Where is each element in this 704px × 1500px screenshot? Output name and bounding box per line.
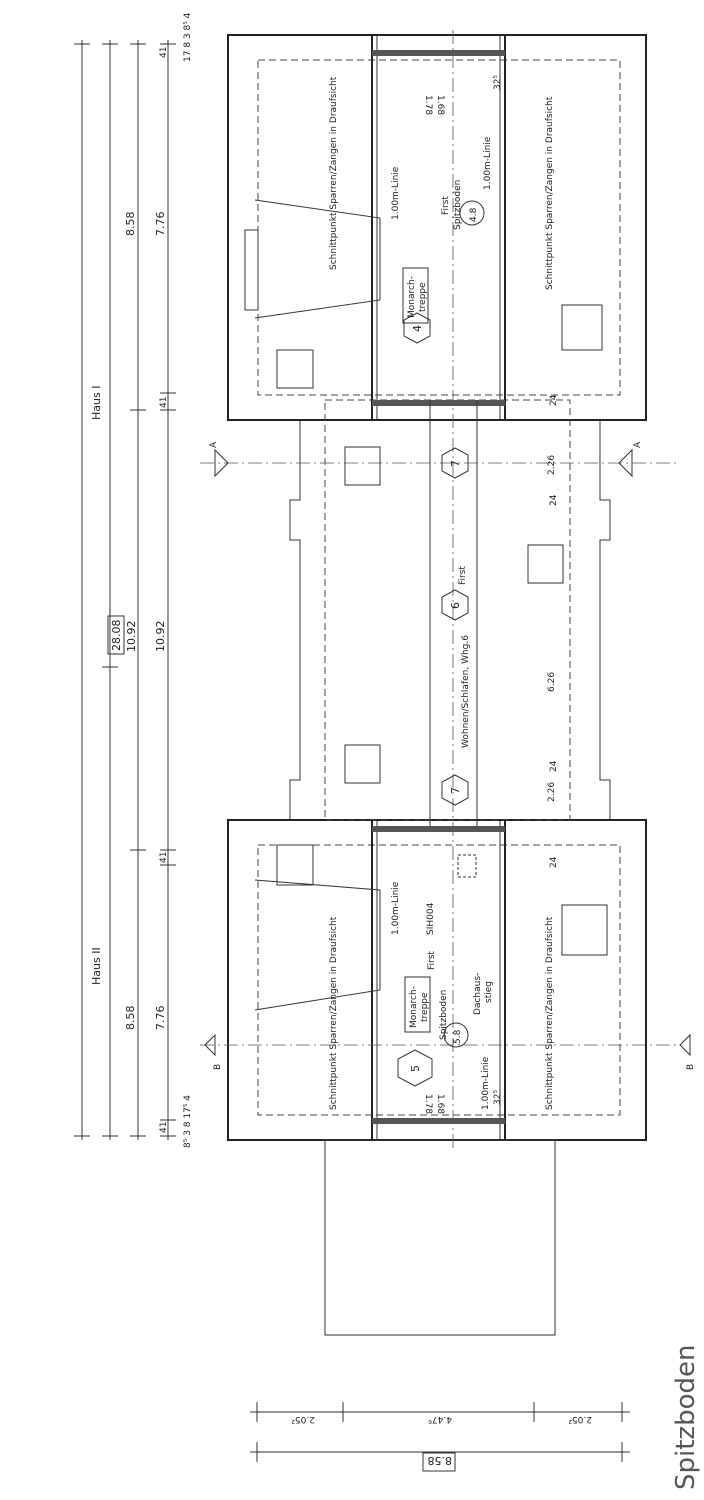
section-b-marker: B [686,1064,696,1070]
label-schnitt: Schnittpunkt Sparren/Zangen in Draufsich… [329,76,339,270]
section-a-marker: A [633,441,643,448]
room-hexagon [441,589,469,621]
depth-dimensions [250,1402,630,1472]
depth-right: 2.05² [568,1414,592,1424]
depth-total: 8.58 [428,1454,453,1467]
room-7b: 7 [449,787,462,794]
dim-bottom-small: 8⁵ 3 8 17⁵ 4 [183,1095,193,1148]
room-7a: 7 [449,460,462,467]
label-monarch: Monarch- [409,986,419,1028]
roof-windows [244,199,608,1011]
dim-stair: 1.78 [423,1094,433,1114]
dim-stair: 1.68 [435,1094,445,1114]
level-4-8: 4.8 [469,207,479,222]
dim-stair: 1.68 [435,95,445,115]
label-linie: 1.00m-Linie [483,136,493,190]
room-4: 4 [411,325,424,332]
room-hexagon [441,447,469,479]
label-dachausstieg: Dachaus- [473,973,483,1015]
level-circle [459,200,485,226]
dim-wall: 41 [159,852,169,863]
dim-mid-outer: 10.92 [125,621,138,653]
dim-wall: 41 [159,47,169,58]
dim-stair: 1.78 [423,95,433,115]
label-schnitt: Schnittpunkt Sparren/Zangen in Draufsich… [329,916,339,1110]
dim-link-c: 2.26 [547,782,557,802]
label-treppe: treppe [420,992,430,1022]
room-5: 5 [409,1065,422,1072]
dim-h2-outer: 8.58 [124,1006,137,1031]
dim-24: 24 [549,394,559,406]
dim-mid-inner: 10.92 [154,621,167,653]
label-spitzboden: Spitzboden [453,180,463,230]
dim-32: 32⁵ [493,75,503,90]
level-5-8: 5.8 [453,1029,463,1044]
label-wohnen: Wohnen/Schlafen, Whg.6 [461,635,471,748]
total-dimension-box [107,615,125,655]
label-linie: 1.00m-Linie [391,166,401,220]
dim-h2-inner: 7.76 [154,1006,167,1031]
dim-wall: 41 [159,1122,169,1133]
room-6: 6 [449,602,462,609]
dim-top-small: 17 8 3 8⁵ 4 [183,12,193,62]
drawing-title: Spitzboden [671,1345,701,1490]
dim-24: 24 [549,494,559,506]
depth-mid: 4.47⁶ [428,1414,452,1424]
label-dachausstieg: stieg [484,981,494,1003]
room-hexagon [397,1049,433,1087]
label-first: First [441,196,451,215]
dim-link-b: 6.26 [547,672,557,692]
monarch-stair-box [404,976,431,1033]
dim-h1-outer: 8.58 [124,212,137,237]
section-markers [204,448,691,1057]
label-schnitt: Schnittpunkt Sparren/Zangen in Draufsich… [545,916,555,1110]
label-linie: 1.00m-Linie [481,1056,491,1110]
section-b-marker: B [213,1064,223,1070]
depth-left: 2.05² [291,1414,315,1424]
room-hexagon [403,312,431,344]
dim-24: 24 [549,760,559,772]
dim-24: 24 [549,856,559,868]
label-sih: SIH004 [426,902,436,935]
dim-32: 32⁵ [493,1090,503,1105]
label-treppe: treppe [418,282,428,312]
room-hexagon [441,774,469,806]
label-first: First [458,566,468,585]
label-first: First [427,951,437,970]
room-markers [397,200,485,1087]
building-outline [227,34,647,1336]
dim-h1-inner: 7.76 [154,212,167,237]
haus-2-label: Haus II [90,947,103,985]
dim-link-a: 2.26 [547,455,557,475]
label-linie: 1.00m-Linie [391,881,401,935]
label-spitzboden: Spitzboden [439,990,449,1040]
ridge-walls [200,30,680,1150]
label-monarch: Monarch- [407,276,417,318]
label-schnitt: Schnittpunkt Sparren/Zangen in Draufsich… [545,96,555,290]
monarch-stair-box [402,267,429,324]
section-a-marker: A [209,441,219,448]
dimension-lines [74,40,176,1140]
level-circle [443,1022,469,1048]
dim-wall: 41 [159,397,169,408]
haus-1-label: Haus I [90,386,103,420]
total-dimension: 28.08 [110,620,123,652]
